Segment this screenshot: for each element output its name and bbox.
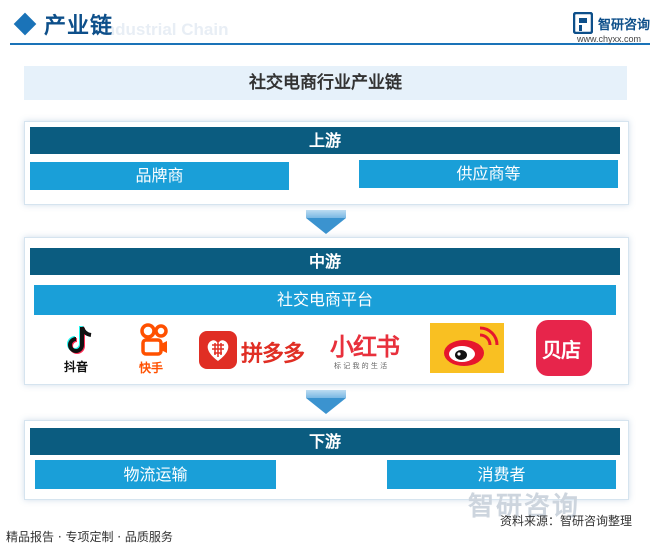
- flow-arrow-1-stem: [306, 210, 346, 218]
- header-diamond-icon: [13, 12, 37, 36]
- footer-watermark: 智研咨询: [468, 492, 581, 522]
- douyin-text: 抖音: [64, 360, 89, 374]
- diagram-title: 社交电商行业产业链: [24, 66, 627, 100]
- flow-arrow-2-icon: [306, 398, 346, 414]
- kuaishou-text: 快手: [139, 361, 164, 375]
- logo-pinduoduo: 拼多多: [199, 331, 311, 369]
- footer-source: 资料来源：智研咨询整理: [500, 514, 633, 528]
- downstream-item-logistics: 物流运输: [35, 460, 276, 489]
- logo-beidian: 贝店: [536, 320, 592, 376]
- brand-url: www.chyxx.com: [577, 34, 642, 44]
- pinduoduo-text: 拼多多: [241, 342, 305, 367]
- flow-arrow-1-icon: [306, 218, 346, 234]
- xiaohongshu-slogan: 标 记 我 的 生 活: [334, 362, 388, 370]
- midstream-platform: 社交电商平台: [34, 285, 616, 315]
- flow-arrow-2-stem: [306, 390, 346, 398]
- beidian-icon: [536, 320, 592, 376]
- header-subtitle-en: Industrial Chain: [100, 20, 229, 39]
- downstream-label: 下游: [30, 428, 620, 455]
- upstream-item-supplier: 供应商等: [359, 160, 618, 188]
- logo-xiaohongshu: 小红书 标 记 我 的 生 活: [330, 327, 410, 373]
- header-divider: [10, 43, 650, 45]
- header-title: 产业链: [44, 14, 114, 39]
- douyin-icon: [67, 326, 92, 354]
- xiaohongshu-icon: 小红书: [330, 333, 400, 361]
- beidian-text: 贝店: [542, 338, 581, 362]
- footer-slogan: 精品报告 · 专项定制 · 品质服务: [6, 530, 173, 544]
- upstream-label: 上游: [30, 127, 620, 154]
- midstream-label: 中游: [30, 248, 620, 275]
- logo-douyin: 抖音: [58, 325, 106, 375]
- upstream-item-brand: 品牌商: [30, 162, 289, 190]
- logo-weibo: [430, 323, 504, 373]
- brand-logo-icon: [573, 12, 593, 34]
- downstream-item-consumer: 消费者: [387, 460, 616, 489]
- weibo-icon: [430, 323, 504, 373]
- brand-name: 智研咨询: [598, 18, 651, 33]
- logo-kuaishou: 快手: [134, 323, 174, 375]
- kuaishou-icon: [140, 323, 168, 356]
- pinduoduo-icon: [199, 331, 237, 369]
